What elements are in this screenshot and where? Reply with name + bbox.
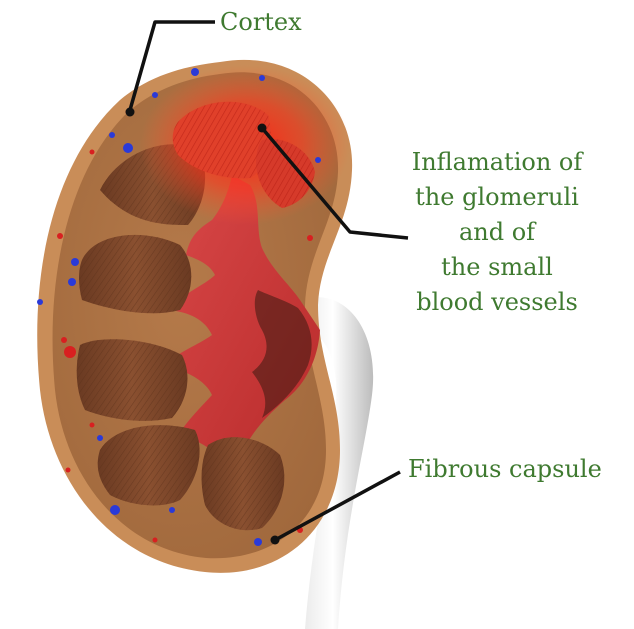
vessel-dot-red (307, 235, 313, 241)
vessel-dot-red (90, 423, 95, 428)
vessel-dot-blue (109, 132, 115, 138)
pyramid (77, 339, 188, 421)
vessel-dot-red (90, 150, 95, 155)
vessel-dot-blue (152, 92, 158, 98)
label-cortex: Cortex (220, 8, 302, 36)
vessel-dot-blue (254, 538, 262, 546)
vessel-dot-red (153, 538, 158, 543)
vessel-dot-blue (123, 143, 133, 153)
vessel-dot-red (57, 233, 63, 239)
label-fibrous-capsule: Fibrous capsule (408, 455, 602, 483)
vessel-dot-blue (68, 278, 76, 286)
vessel-dot-blue (110, 505, 120, 515)
vessel-dot-blue (191, 68, 199, 76)
vessel-dot-blue (71, 258, 79, 266)
cortex-leader-dot (126, 108, 135, 117)
vessel-dot-blue (97, 435, 103, 441)
label-inflammation-line: Inflamation of (412, 148, 585, 176)
pyramid (202, 437, 285, 530)
vessel-dot-blue (37, 299, 43, 305)
vessel-dot-blue (169, 507, 175, 513)
pyramid (98, 425, 200, 505)
vessel-dot-blue (259, 75, 265, 81)
capsule-leader-dot (271, 536, 280, 545)
vessel-dot-red (66, 468, 71, 473)
label-inflammation-line: the small (441, 253, 553, 281)
vessel-dot-red (61, 337, 67, 343)
label-inflammation-line: and of (459, 218, 537, 246)
label-inflammation: Inflamation of the glomeruli and of the … (412, 148, 585, 316)
label-inflammation-line: the glomeruli (415, 183, 579, 211)
vessel-dot-red (64, 346, 76, 358)
label-inflammation-line: blood vessels (416, 288, 578, 316)
vessel-dot-blue (315, 157, 321, 163)
inflammation-leader-dot (258, 124, 267, 133)
pyramid (79, 235, 191, 313)
